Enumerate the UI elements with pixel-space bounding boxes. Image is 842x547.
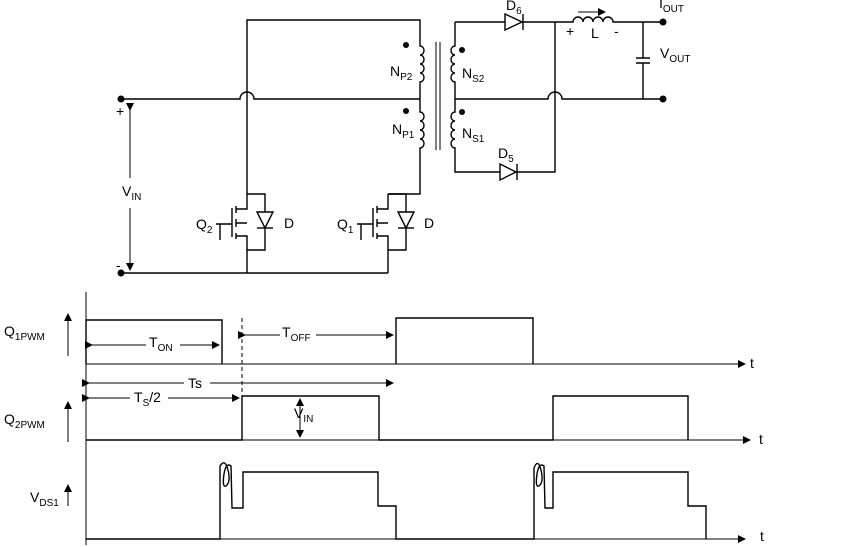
inductor-label: L bbox=[591, 25, 599, 41]
d6-label: D6 bbox=[506, 0, 522, 17]
q1-body-diode-icon bbox=[396, 211, 416, 230]
ts-label: Ts bbox=[188, 375, 202, 391]
np2-to-q2-wire bbox=[246, 19, 421, 194]
q2-label: Q2 bbox=[196, 216, 213, 236]
q1-mosfet bbox=[357, 193, 416, 273]
d5-diode-icon bbox=[499, 162, 518, 182]
rectifier-node-wire bbox=[517, 21, 556, 173]
ns1-dot bbox=[459, 109, 465, 115]
ns2-dot bbox=[459, 47, 465, 53]
q1pwm-t-label: t bbox=[750, 355, 754, 371]
q2pwm-waveform bbox=[86, 395, 689, 441]
timing-diagram: Q1PWM t TON TOFF Ts TS/2 Q2PWM t VIN bbox=[4, 292, 764, 545]
np1-dot bbox=[403, 108, 409, 114]
vout-negative-terminal bbox=[659, 95, 667, 103]
input-positive-rail bbox=[121, 91, 420, 100]
ts-half-label: TS/2 bbox=[134, 389, 161, 409]
vin-label: VIN bbox=[122, 183, 141, 203]
vin-minus-sign: - bbox=[116, 257, 121, 273]
ns1-label: NS1 bbox=[462, 125, 485, 145]
q2pwm-label: Q2PWM bbox=[4, 411, 45, 431]
q1pwm-label: Q1PWM bbox=[4, 323, 45, 343]
vout-label: VOUT bbox=[660, 45, 690, 65]
circuit-schematic: + - VIN NP2 NP1 NS2 NS1 D bbox=[116, 0, 690, 277]
np1-label: NP1 bbox=[392, 121, 415, 141]
d6-diode-icon bbox=[504, 12, 524, 32]
np2-label: NP2 bbox=[390, 63, 413, 83]
winding-ns1 bbox=[450, 99, 500, 173]
d5-label: D5 bbox=[498, 145, 514, 165]
q1-body-diode-label: D bbox=[424, 215, 434, 231]
vout-positive-terminal bbox=[659, 18, 667, 26]
vin-amplitude-label: VIN bbox=[294, 405, 313, 425]
output-return-rail bbox=[455, 91, 663, 100]
winding-np2 bbox=[419, 42, 425, 99]
inductor-minus-sign: - bbox=[614, 23, 619, 39]
vds1-t-label: t bbox=[760, 528, 764, 544]
q2-body-diode-icon bbox=[255, 211, 275, 230]
toff-label: TOFF bbox=[282, 324, 311, 344]
vds1-label: VDS1 bbox=[30, 489, 59, 509]
output-inductor bbox=[555, 16, 643, 23]
winding-np1 bbox=[388, 99, 425, 195]
q2-mosfet bbox=[216, 193, 275, 273]
output-capacitor bbox=[636, 22, 650, 99]
q1-label: Q1 bbox=[337, 216, 354, 236]
np2-dot bbox=[403, 42, 409, 48]
vin-plus-sign: + bbox=[116, 103, 124, 119]
winding-ns2 bbox=[450, 22, 456, 99]
q2-body-diode-label: D bbox=[284, 215, 294, 231]
ton-label: TON bbox=[149, 334, 173, 354]
vds1-waveform bbox=[86, 462, 707, 540]
ns2-label: NS2 bbox=[462, 65, 485, 85]
iout-label: IOUT bbox=[659, 0, 684, 15]
inductor-plus-sign: + bbox=[566, 23, 574, 39]
q2pwm-t-label: t bbox=[759, 431, 763, 447]
